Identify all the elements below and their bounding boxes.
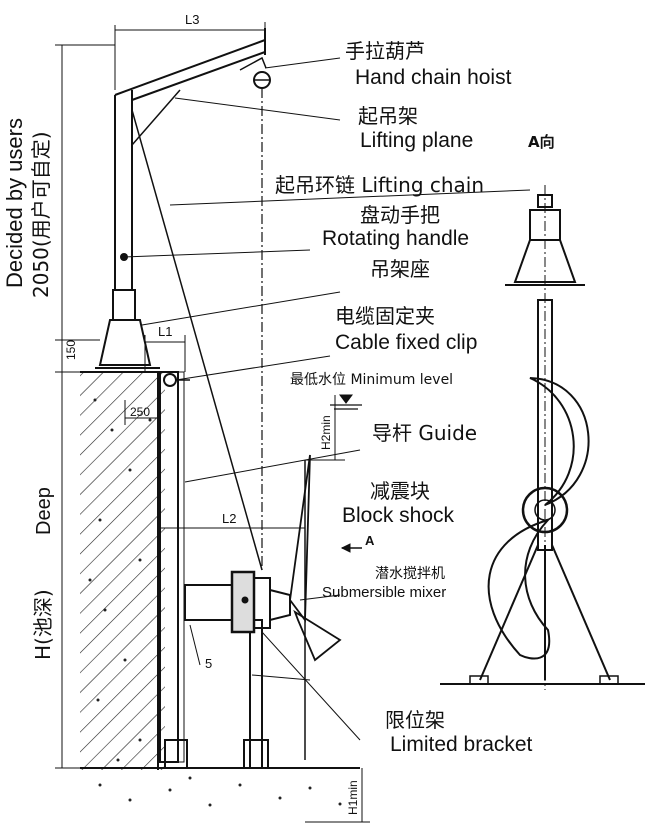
leader-lines <box>123 57 531 741</box>
clip-label-cn: 电缆固定夹 <box>335 304 435 328</box>
rotating-handle-rope <box>131 109 263 571</box>
h-depth-label: H(池深) <box>31 589 55 660</box>
pool-wall <box>80 371 165 770</box>
min-level-label: 最低水位 Minimum level <box>290 372 453 388</box>
dim-l2: L2 <box>222 511 236 526</box>
bracket-label-en: Limited bracket <box>390 733 533 756</box>
hoist-label-cn: 手拉葫芦 <box>345 39 425 63</box>
view-a-label: A向 <box>528 133 555 151</box>
dim-h2min: H2min <box>319 415 333 450</box>
dim-l3: L3 <box>185 12 199 27</box>
arrow-a-label: A <box>365 533 375 548</box>
clip-label-en: Cable fixed clip <box>335 331 477 354</box>
handle-label-en: Rotating handle <box>322 227 469 250</box>
handle-label-cn: 盘动手把 <box>360 203 440 227</box>
guide-rail <box>159 371 188 769</box>
deep-label: Deep <box>33 487 55 535</box>
shock-label-cn: 减震块 <box>370 479 430 503</box>
pool-floor <box>80 767 360 807</box>
mixer-label-en: Submersible mixer <box>322 584 446 601</box>
plane-label-cn: 起吊架 <box>358 104 418 128</box>
dim-h1min: H1min <box>346 780 360 815</box>
dim-5: 5 <box>205 656 212 671</box>
seat-label-cn: 吊架座 <box>370 257 430 281</box>
shock-label-en: Block shock <box>342 504 455 527</box>
height-2050-label: 2050(用户可自定) <box>29 131 53 298</box>
mixer-label-cn: 潜水搅拌机 <box>375 566 445 582</box>
plane-label-en: Lifting plane <box>360 129 473 152</box>
dim-150: 150 <box>64 340 78 360</box>
view-a-arrow <box>340 543 362 553</box>
dim-l1: L1 <box>158 324 172 339</box>
lifting-frame <box>95 28 266 369</box>
chain-label: 起吊环链 Lifting chain <box>275 173 484 197</box>
dim-250: 250 <box>130 405 150 419</box>
hoist-label-en: Hand chain hoist <box>355 66 512 89</box>
limited-bracket <box>243 619 269 769</box>
dimension-lines <box>55 22 370 823</box>
hand-chain-hoist <box>239 56 271 89</box>
decided-by-users-label: Decided by users <box>2 118 27 288</box>
bracket-label-cn: 限位架 <box>385 708 445 732</box>
a-view <box>440 185 645 690</box>
guide-label: 导杆 Guide <box>372 421 477 445</box>
